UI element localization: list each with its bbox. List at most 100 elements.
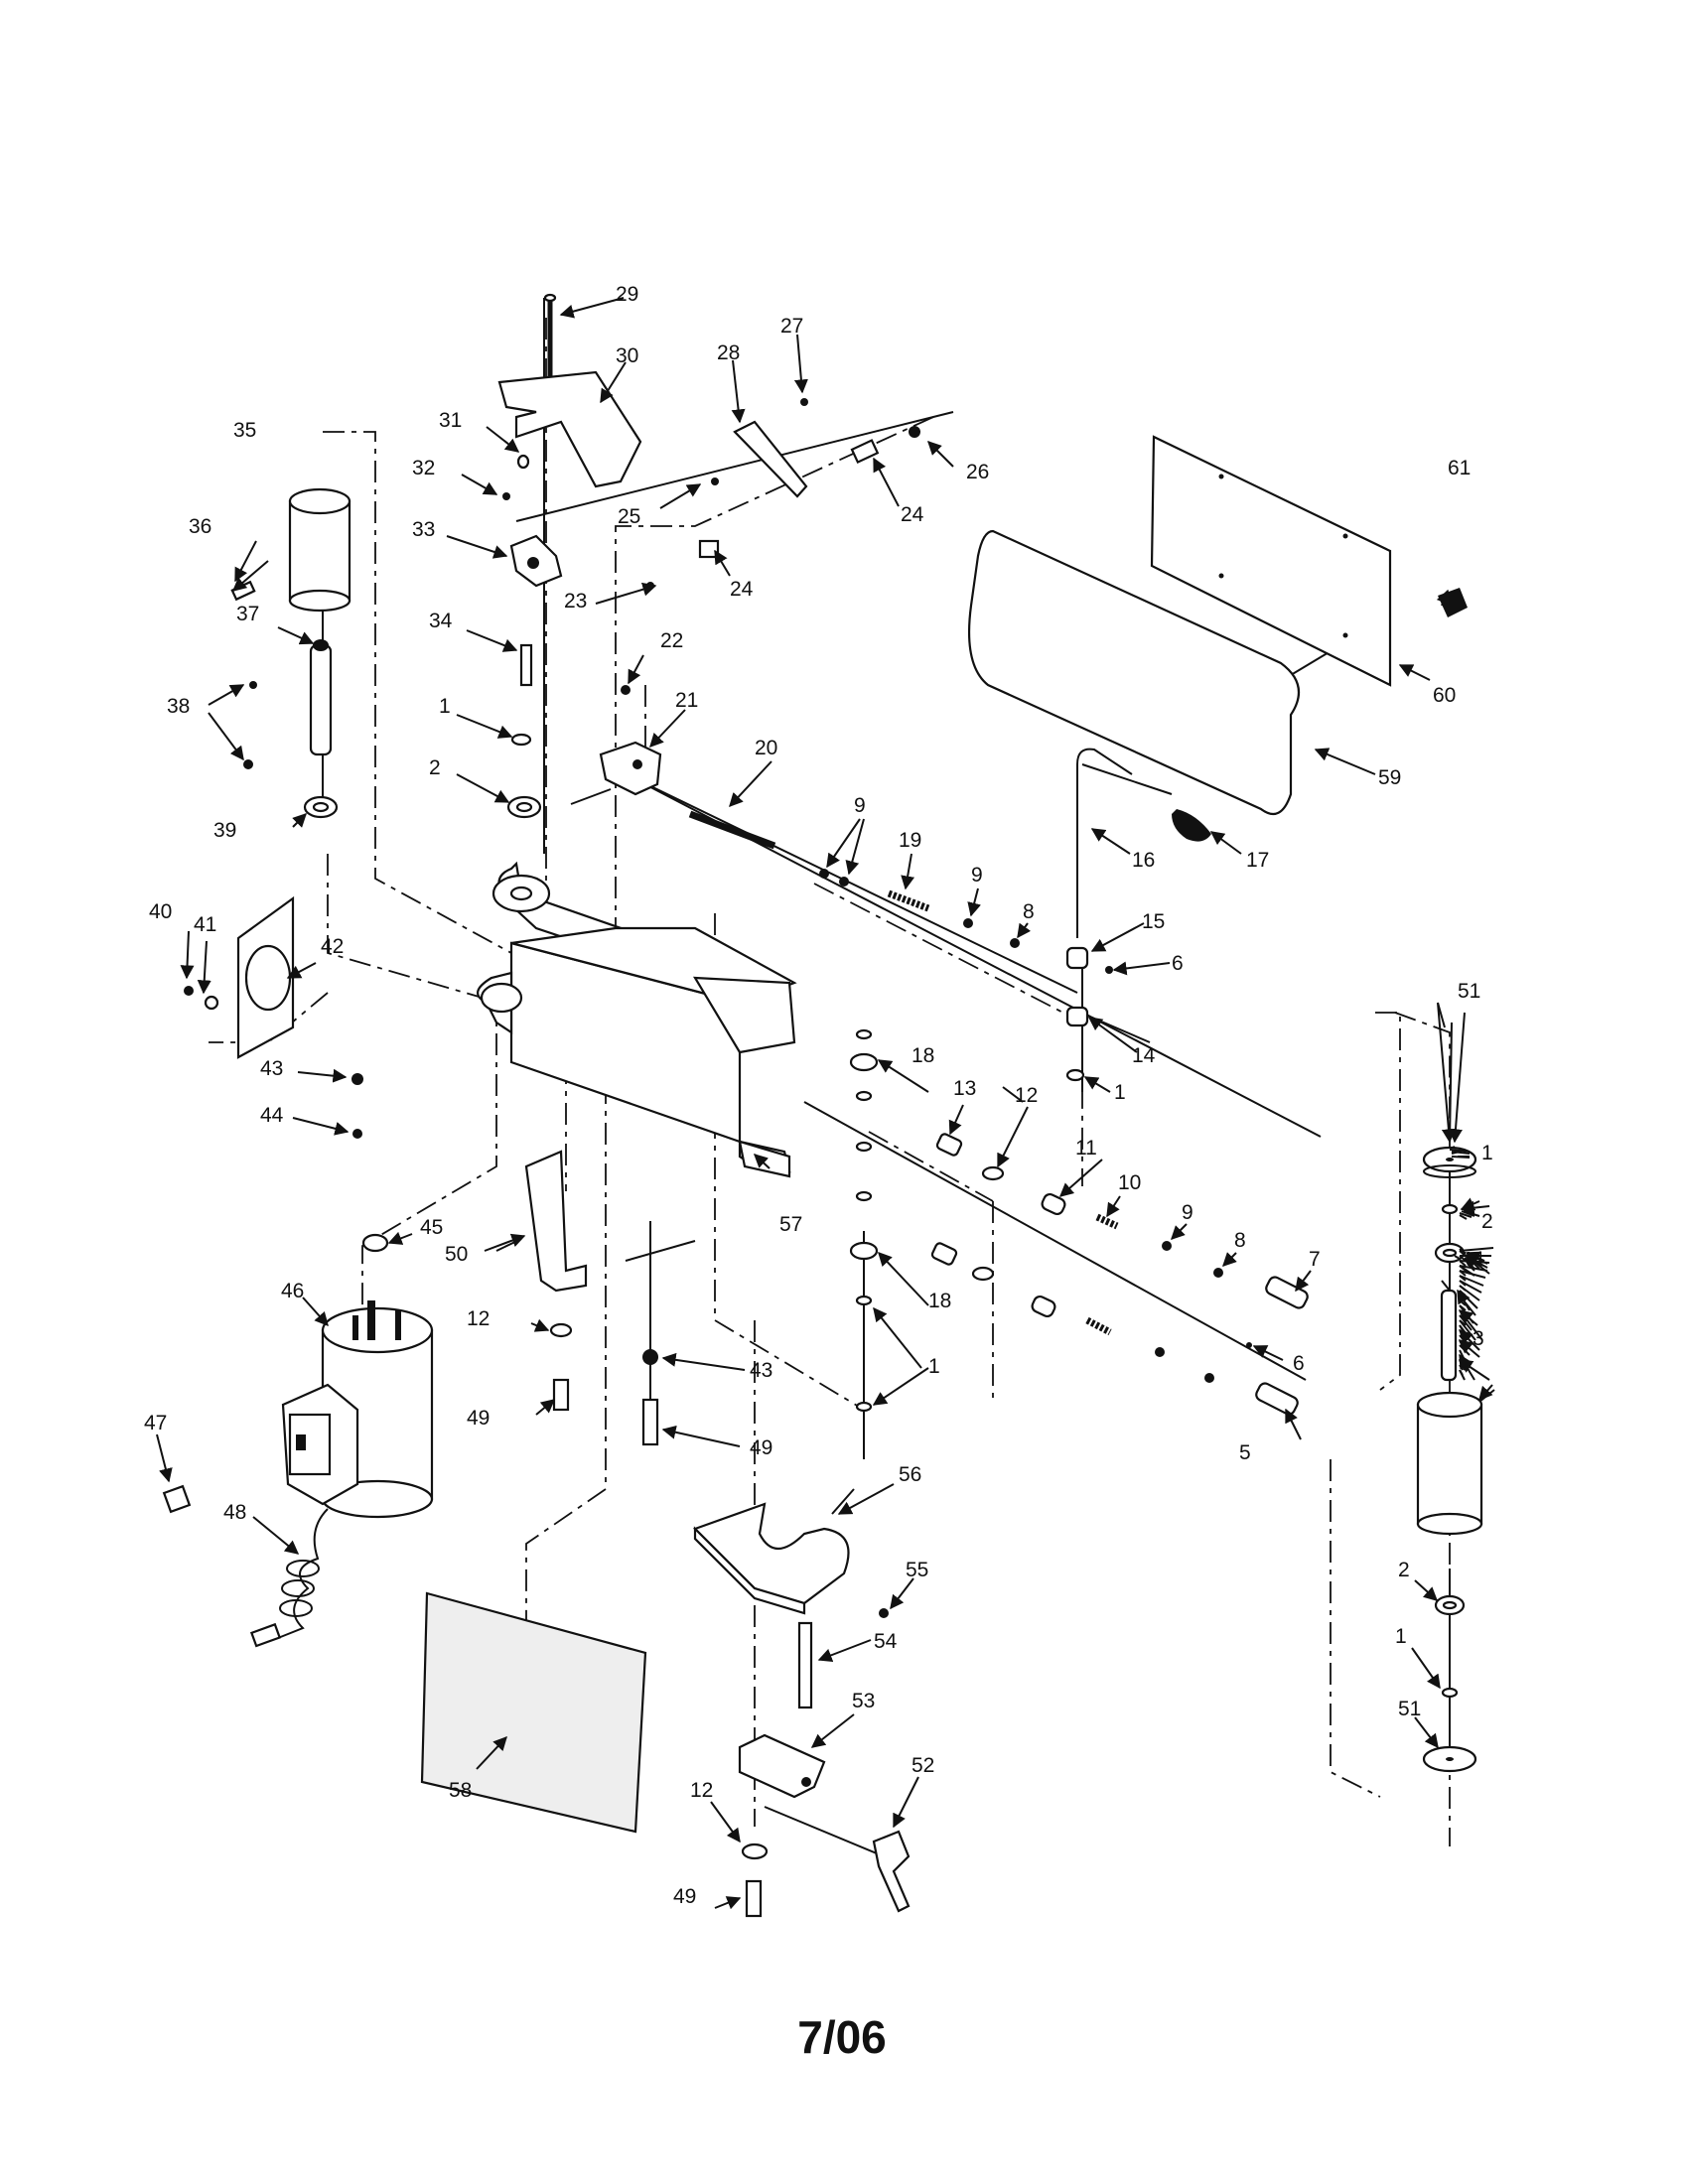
- callout-53: 53: [852, 1690, 875, 1712]
- callout-54: 54: [874, 1630, 898, 1653]
- part-13-bushing: [935, 1133, 963, 1157]
- callout-18-a: 18: [912, 1044, 934, 1067]
- callout-50: 50: [445, 1243, 468, 1266]
- part-1-ring-r: [1441, 1203, 1459, 1215]
- callout-1-r-low: 1: [1395, 1625, 1407, 1648]
- part-18-flange-b: [849, 1241, 879, 1261]
- part-29-bolt: [543, 293, 557, 377]
- callout-61: 61: [1448, 457, 1471, 479]
- footer-date-code: 7/06: [797, 2011, 887, 2063]
- callout-59: 59: [1378, 766, 1401, 789]
- part-43-nut-b: [642, 1349, 658, 1365]
- callout-16: 16: [1132, 849, 1155, 872]
- part-8-nut-b: [1213, 1268, 1223, 1278]
- callout-46: 46: [281, 1280, 304, 1302]
- callout-6-top: 6: [1172, 952, 1184, 975]
- part-38-setscrew-a: [249, 681, 257, 689]
- callout-43: 43: [260, 1057, 283, 1080]
- part-10-spring: [1095, 1213, 1119, 1230]
- callout-43-b: 43: [750, 1359, 772, 1382]
- callout-39: 39: [213, 819, 236, 842]
- part-44-nut: [352, 1129, 362, 1139]
- callout-56: 56: [899, 1463, 921, 1486]
- callout-1-r-top: 1: [1481, 1142, 1493, 1164]
- callout-58: 58: [449, 1779, 472, 1802]
- part-31-screw: [516, 454, 530, 470]
- part-3-drum: [1416, 1391, 1483, 1536]
- callout-33: 33: [412, 518, 435, 541]
- part-36-setscrew: [230, 580, 256, 602]
- part-58-sanding-pad: [420, 1591, 647, 1834]
- callout-31: 31: [439, 409, 462, 432]
- part-12-washer: [981, 1165, 1005, 1181]
- callout-18-b: 18: [928, 1290, 951, 1312]
- callout-1-mid: 1: [928, 1355, 940, 1378]
- callout-2-upper: 2: [429, 756, 441, 779]
- callout-13: 13: [953, 1077, 976, 1100]
- callout-12-a: 12: [1015, 1084, 1038, 1107]
- callout-36: 36: [189, 515, 211, 538]
- part-48-cord: [249, 1508, 329, 1648]
- callout-40: 40: [149, 900, 172, 923]
- part-12-washer-left: [549, 1322, 573, 1338]
- part-38-setscrew-b: [243, 759, 253, 769]
- callout-30: 30: [616, 344, 638, 367]
- part-45-ring: [361, 1233, 389, 1253]
- part-41-washer: [204, 995, 219, 1011]
- callout-12-bottom: 12: [690, 1779, 713, 1802]
- part-54-post: [797, 1621, 813, 1709]
- part-18-flange-a: [849, 1052, 879, 1072]
- part-22-screw: [621, 685, 631, 695]
- part-8-nut: [1010, 938, 1020, 948]
- part-28-lever: [733, 420, 808, 498]
- part-5-sleeve: [1255, 1382, 1299, 1416]
- callout-6: 6: [1293, 1352, 1305, 1375]
- callout-57: 57: [779, 1213, 802, 1236]
- part-20-rod: [688, 810, 776, 850]
- part-52-handle: [872, 1830, 911, 1913]
- callout-17: 17: [1246, 849, 1269, 872]
- part-14-fitting: [1065, 1006, 1089, 1027]
- callout-7: 7: [1309, 1248, 1321, 1271]
- callout-51-top: 51: [1458, 980, 1480, 1003]
- callout-28: 28: [717, 341, 740, 364]
- part-26-nut: [909, 426, 920, 438]
- callout-49-bottom: 49: [673, 1885, 696, 1908]
- part-35-drum: [288, 487, 351, 613]
- callout-24: 24: [730, 578, 754, 601]
- part-17-knob: [1172, 809, 1211, 842]
- part-16-tube: [1076, 748, 1133, 938]
- part-1-ring-right: [1065, 1068, 1085, 1082]
- callout-29: 29: [616, 283, 638, 306]
- callout-9-c: 9: [1182, 1201, 1193, 1224]
- callout-9-a: 9: [854, 794, 866, 817]
- callout-25: 25: [618, 505, 640, 528]
- part-32-screw: [502, 492, 510, 500]
- callout-19: 19: [899, 829, 921, 852]
- callout-2-r-top: 2: [1481, 1210, 1493, 1233]
- callout-8-a: 8: [1023, 900, 1035, 923]
- callout-55: 55: [906, 1559, 928, 1581]
- part-60-plate: [1150, 435, 1392, 687]
- part-6-pin: [1246, 1342, 1252, 1348]
- part-46-motor: [281, 1300, 434, 1519]
- callout-22: 22: [660, 629, 683, 652]
- part-12-washer-bottom: [741, 1843, 769, 1860]
- callout-8-b: 8: [1234, 1229, 1246, 1252]
- callout-47: 47: [144, 1412, 167, 1434]
- part-25-screw: [711, 478, 719, 485]
- callout-48: 48: [223, 1501, 246, 1524]
- callout-26: 26: [966, 461, 989, 483]
- part-59-belt: [968, 529, 1301, 816]
- part-50-bracket: [524, 1150, 588, 1293]
- part-49-bolt-mid: [641, 1398, 659, 1446]
- callout-38: 38: [167, 695, 190, 718]
- callout-3: 3: [1473, 1327, 1484, 1350]
- callout-24-top: 24: [901, 503, 924, 526]
- callout-23: 23: [564, 590, 587, 613]
- callout-12-left: 12: [467, 1307, 490, 1330]
- callout-1-upper: 1: [439, 695, 451, 718]
- callout-51-low: 51: [1398, 1698, 1421, 1720]
- part-7-sleeve: [1265, 1276, 1309, 1309]
- part-43-nut: [351, 1073, 363, 1085]
